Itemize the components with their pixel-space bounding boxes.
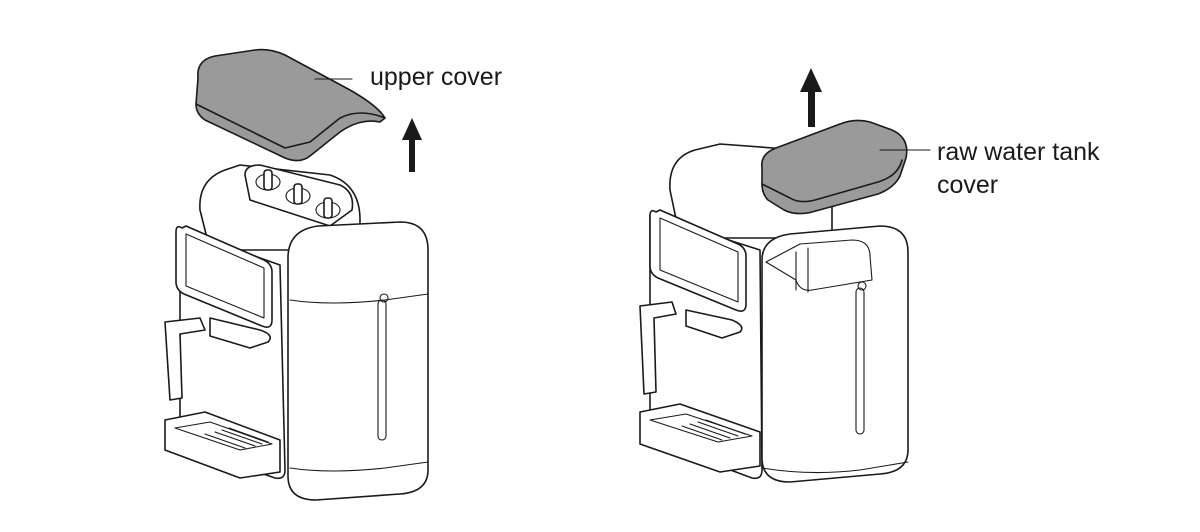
left-spout: [209, 317, 271, 349]
left-tank-window: [377, 299, 387, 441]
upper-cover: [195, 48, 386, 162]
tank-cover-label-line1: raw water tank: [937, 138, 1100, 166]
right-spout: [685, 309, 743, 339]
right-tank-window: [855, 287, 865, 435]
right-display-panel: [649, 209, 747, 312]
right-handle: [639, 301, 677, 395]
right-machine: [639, 143, 909, 483]
left-water-tank: [287, 221, 429, 501]
up-arrow-icon: [402, 118, 422, 172]
right-water-tank: [761, 225, 909, 483]
right-tank-inner-handle: [795, 247, 809, 293]
left-machine: [164, 164, 429, 501]
right-tank-opening: [765, 239, 873, 291]
left-filter-slots: [244, 164, 354, 227]
up-arrow-icon: [800, 68, 822, 127]
right-display-screen: [659, 217, 739, 303]
tank-cover-label-line2: cover: [937, 171, 998, 199]
left-display-screen: [185, 233, 265, 319]
left-display-panel: [175, 225, 273, 328]
upper-cover-label: upper cover: [370, 63, 502, 91]
left-handle: [164, 317, 206, 401]
left-drip-tray: [164, 411, 281, 479]
raw-water-tank-cover: [760, 119, 908, 215]
right-drip-tray: [639, 403, 761, 473]
